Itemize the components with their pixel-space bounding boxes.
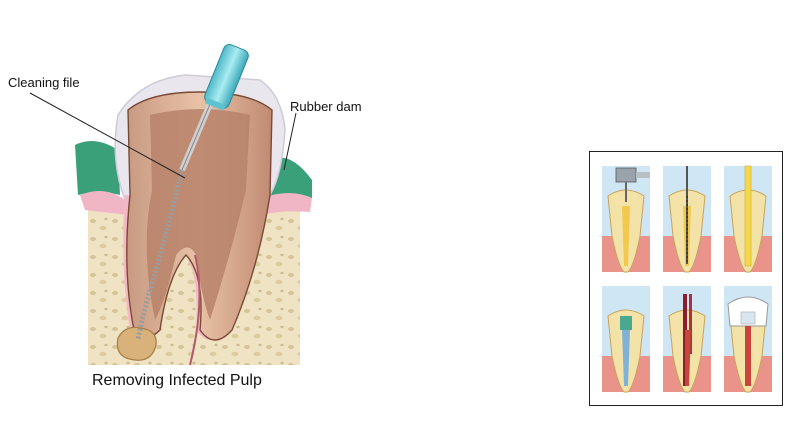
infected-pulp-abscess	[116, 326, 157, 361]
illustration-caption: Removing Infected Pulp	[92, 372, 262, 389]
step-2-filing	[663, 166, 711, 273]
step-1-drilling	[602, 166, 650, 273]
step-3-canal-shaping	[724, 165, 772, 273]
gum-tissue	[75, 141, 120, 195]
steps-grid	[602, 165, 772, 393]
file-handle	[204, 43, 249, 111]
rubber-dam-leader	[283, 112, 297, 171]
nerve-canal	[189, 254, 201, 366]
gingiva-right	[262, 193, 312, 214]
cleaning-file-leader	[29, 92, 186, 179]
gingiva	[80, 191, 130, 215]
cleaning-file	[135, 169, 185, 341]
step-4-filling	[602, 286, 650, 393]
file-shaft-edge	[181, 96, 214, 171]
pulp-chamber	[146, 109, 250, 320]
rubber-dam-label: Rubber dam	[290, 99, 362, 114]
cleaning-file-label: Cleaning file	[8, 75, 80, 90]
root-canal-steps-panel	[589, 151, 783, 406]
step-6-crown	[724, 286, 772, 393]
step-5-post-insertion	[663, 286, 711, 393]
root-canal-illustration	[29, 43, 312, 366]
